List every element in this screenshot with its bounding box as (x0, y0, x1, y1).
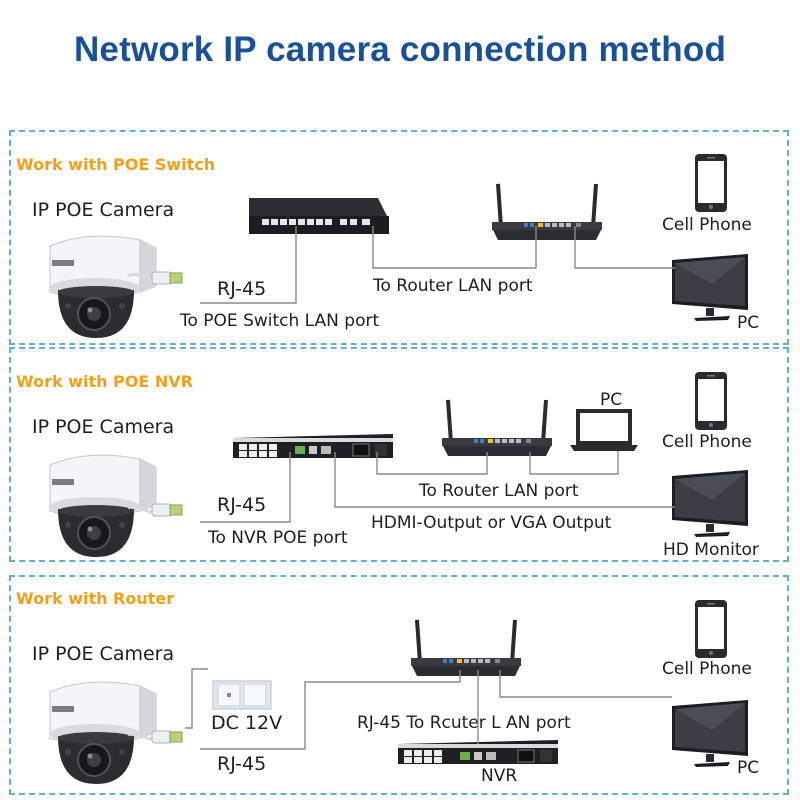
cell-phone-label: Cell Phone (662, 215, 752, 235)
to-poe-switch-lan-label: To POE Switch LAN port (180, 311, 380, 331)
camera-label: IP POE Camera (32, 199, 175, 221)
camera-label: IP POE Camera (32, 416, 175, 438)
rj45-label: RJ-45 (217, 753, 267, 775)
laptop (570, 409, 638, 451)
hdmi-vga-output-label: HDMI-Output or VGA Output (371, 513, 612, 533)
to-router-lan-label: To Router LAN port (373, 276, 533, 296)
rj45-label: RJ-45 (217, 494, 267, 516)
dc-12v-label: DC 12V (211, 712, 283, 734)
rj45-to-router-lan-label: RJ-45 To Rcuter L AN port (357, 713, 571, 733)
to-router-lan-label: To Router LAN port (419, 481, 579, 501)
page-title: Network IP camera connection method (73, 30, 727, 69)
rj45-label: RJ-45 (217, 278, 267, 300)
pc-label: PC (737, 313, 760, 333)
cell-phone-label: Cell Phone (662, 432, 752, 452)
section-heading-router: Work with Router (16, 589, 175, 608)
pc-label: PC (737, 758, 760, 778)
poe-switch (249, 198, 389, 234)
to-nvr-poe-port-label: To NVR POE port (208, 528, 348, 548)
camera-label: IP POE Camera (32, 643, 175, 665)
cell-phone-label: Cell Phone (662, 659, 752, 679)
section-heading-poe-switch: Work with POE Switch (16, 155, 216, 174)
section-poe-nvr (9, 347, 789, 562)
poe-nvr (232, 433, 394, 459)
dc-12v-adapter (212, 680, 272, 710)
section-router (9, 575, 789, 795)
nvr-label: NVR (481, 766, 518, 786)
section-heading-poe-nvr: Work with POE NVR (16, 372, 193, 391)
hd-monitor-label: HD Monitor (663, 540, 759, 560)
section-poe-switch (9, 130, 789, 345)
pc-label: PC (600, 390, 623, 410)
